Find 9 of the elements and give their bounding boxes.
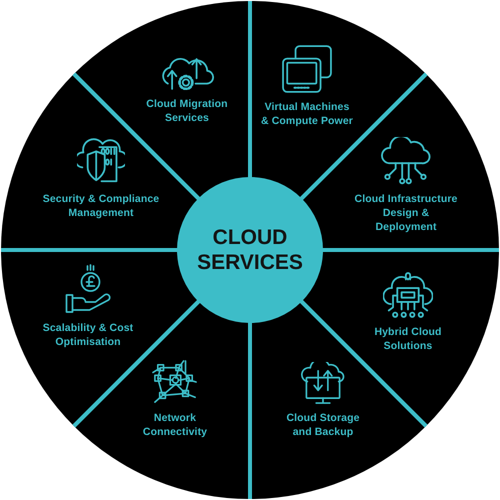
segment-label: Security & Compliance Management xyxy=(42,192,160,220)
segment-label: Virtual Machines & Compute Power xyxy=(260,100,354,128)
segment-label: Cloud Infrastructure Design & Deployment xyxy=(354,192,458,234)
segment-label: Network Connectivity xyxy=(142,411,208,439)
segment-label: Scalability & Cost Optimisation xyxy=(42,321,134,349)
segment-label: Hybrid Cloud Solutions xyxy=(373,325,443,353)
segment-label: Cloud Storage and Backup xyxy=(285,411,361,439)
segment-label: Cloud Migration Services xyxy=(145,97,229,125)
center-title: CLOUD SERVICES xyxy=(196,225,304,275)
